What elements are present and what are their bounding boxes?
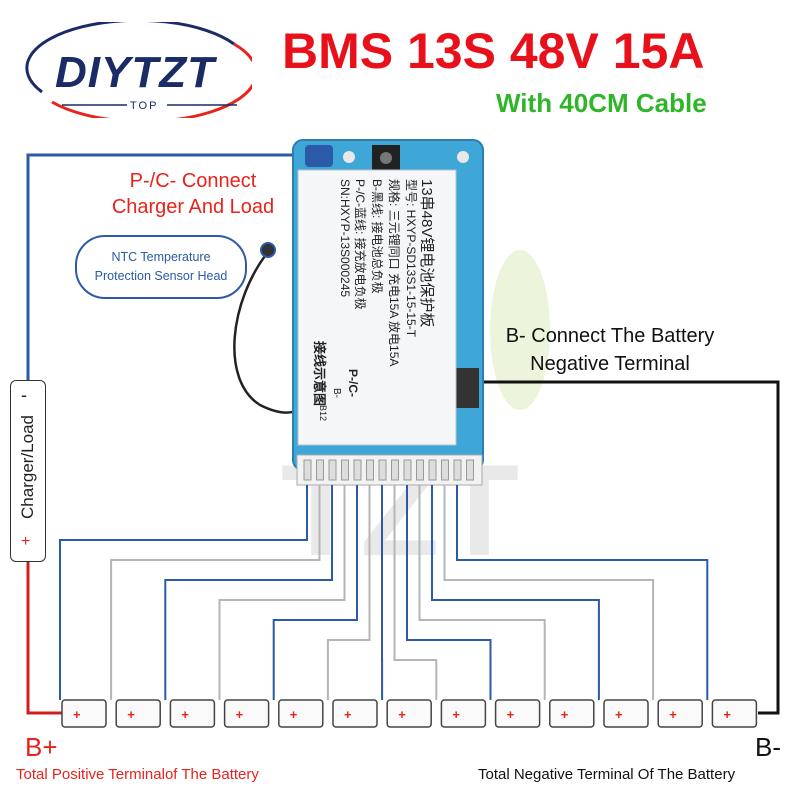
positive-wire xyxy=(26,560,62,715)
negative-terminal-note: Total Negative Terminal Of The Battery xyxy=(478,766,736,783)
balance-wire xyxy=(164,485,333,700)
ntc-callout: NTC Temperature Protection Sensor Head xyxy=(75,235,247,299)
connector-pin xyxy=(328,459,337,481)
brand-logo-ring xyxy=(25,22,252,118)
cell-plus-label: + xyxy=(398,707,406,722)
balance-wire xyxy=(443,485,655,700)
label-b-mark: B- xyxy=(331,388,342,398)
b-plus-label: B+ xyxy=(25,732,58,762)
label-line-1: 13串48V锂电池保护板 xyxy=(418,179,435,328)
connector-pin xyxy=(316,459,324,481)
battery-cell: + xyxy=(332,699,378,728)
cell-plus-label: + xyxy=(669,707,677,722)
cell-plus-label: + xyxy=(723,707,731,722)
b-minus-label: B- xyxy=(755,732,781,762)
battery-cell: + xyxy=(223,699,270,728)
battery-cell: + xyxy=(603,699,649,728)
pc-note: P-/C- Connect Charger And Load xyxy=(98,168,288,220)
positive-terminal-note: Total Positive Terminalof The Battery xyxy=(16,766,259,783)
balance-wire xyxy=(218,485,346,700)
label-line-6: SN:HXYP-13S000245 xyxy=(338,179,352,298)
label-line-5: P-/C-蓝线: 接充放电负极 xyxy=(353,179,367,310)
connector-pin xyxy=(466,459,474,481)
negative-wire xyxy=(478,380,780,715)
brand-logo-text: DIYTZT xyxy=(55,48,215,97)
balance-wire xyxy=(272,485,358,700)
connector-pin xyxy=(353,459,362,481)
b-note-line1: B- Connect The Battery xyxy=(505,325,715,347)
connector-pin xyxy=(366,459,374,481)
connector-pin xyxy=(441,459,449,481)
battery-cell: + xyxy=(169,699,216,728)
b-minus-note: B- Connect The Battery Negative Terminal xyxy=(480,322,740,378)
battery-cell: + xyxy=(386,699,432,728)
ntc-line1: NTC Temperature xyxy=(111,250,211,264)
battery-cell: + xyxy=(440,699,487,728)
connector-pin xyxy=(403,459,412,481)
cell-plus-label: + xyxy=(73,707,81,722)
balance-wire xyxy=(431,485,600,700)
label-pc-mark: P-/C- xyxy=(346,369,360,397)
balance-wire xyxy=(59,485,308,700)
cell-plus-label: + xyxy=(127,707,135,722)
battery-cell: + xyxy=(549,699,595,728)
charger-load-label: - Charger/Load + xyxy=(10,380,46,562)
connector-pin xyxy=(378,459,387,481)
cell-plus-label: + xyxy=(561,707,569,722)
cell-plus-label: + xyxy=(615,707,623,722)
charger-minus-sign: - xyxy=(21,385,27,405)
balance-wire xyxy=(418,485,546,700)
board-label: 13串48V锂电池保护板 型号: HXYP-SD13S1-15-15-T 规格:… xyxy=(300,173,435,445)
connector-pin xyxy=(391,459,399,481)
label-line-4: B-黑线: 接电池总负极 xyxy=(370,179,384,294)
balance-wire xyxy=(110,485,321,700)
pc-wire xyxy=(26,153,315,380)
brand-logo-subtext: TOP xyxy=(130,100,159,112)
product-subtitle: With 40CM Cable xyxy=(496,88,707,118)
charger-load-text: Charger/Load xyxy=(18,415,37,519)
charger-plus-sign: + xyxy=(21,533,31,550)
cell-plus-label: + xyxy=(344,707,352,722)
label-b12-mark: B12 xyxy=(318,405,328,422)
ntc-line2: Protection Sensor Head xyxy=(94,269,228,283)
battery-cell: + xyxy=(711,699,758,728)
cell-plus-label: + xyxy=(452,707,460,722)
balance-connector xyxy=(296,454,483,486)
label-line-2: 型号: HXYP-SD13S1-15-15-T xyxy=(404,179,418,338)
pc-note-line2: Charger And Load xyxy=(111,196,275,218)
connector-pin xyxy=(428,459,437,481)
battery-cell: + xyxy=(278,699,324,728)
product-title: BMS 13S 48V 15A xyxy=(282,23,705,79)
balance-wire xyxy=(326,485,371,700)
b-note-line2: Negative Terminal xyxy=(530,353,690,375)
battery-cell: + xyxy=(61,699,107,728)
battery-cell: + xyxy=(657,699,703,728)
connector-pin xyxy=(416,459,424,481)
connector-pin xyxy=(453,459,462,481)
connector-pin xyxy=(341,459,349,481)
battery-cell: + xyxy=(494,699,541,728)
cell-plus-label: + xyxy=(181,707,189,722)
cell-plus-label: + xyxy=(290,707,298,722)
balance-wire xyxy=(406,485,492,700)
battery-cell: + xyxy=(115,699,161,728)
connector-pin xyxy=(303,459,312,481)
cell-plus-label: + xyxy=(236,707,244,722)
balance-wire xyxy=(393,485,438,700)
label-line-3: 规格: 三元锂同口 充电15A 放电15A xyxy=(387,179,401,367)
board-label-sticker xyxy=(297,169,457,446)
balance-wire xyxy=(456,485,709,700)
label-line-7: 接线示意图 xyxy=(312,341,327,407)
cell-plus-label: + xyxy=(507,707,515,722)
pc-note-line1: P-/C- Connect xyxy=(129,170,257,192)
